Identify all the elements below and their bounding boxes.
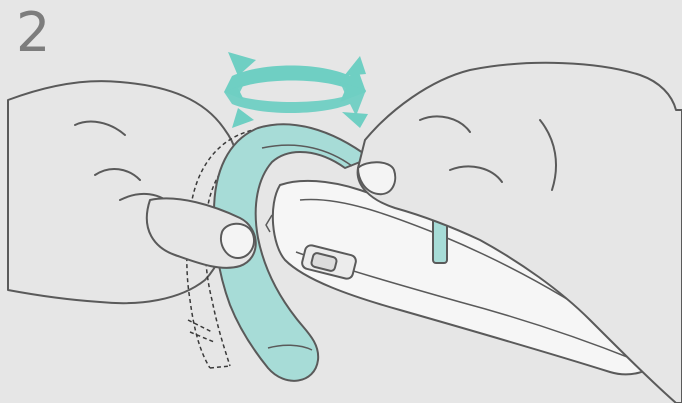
bend-arrows-icon [224, 52, 368, 128]
left-hand [8, 81, 240, 303]
left-thumbnail [221, 224, 254, 258]
